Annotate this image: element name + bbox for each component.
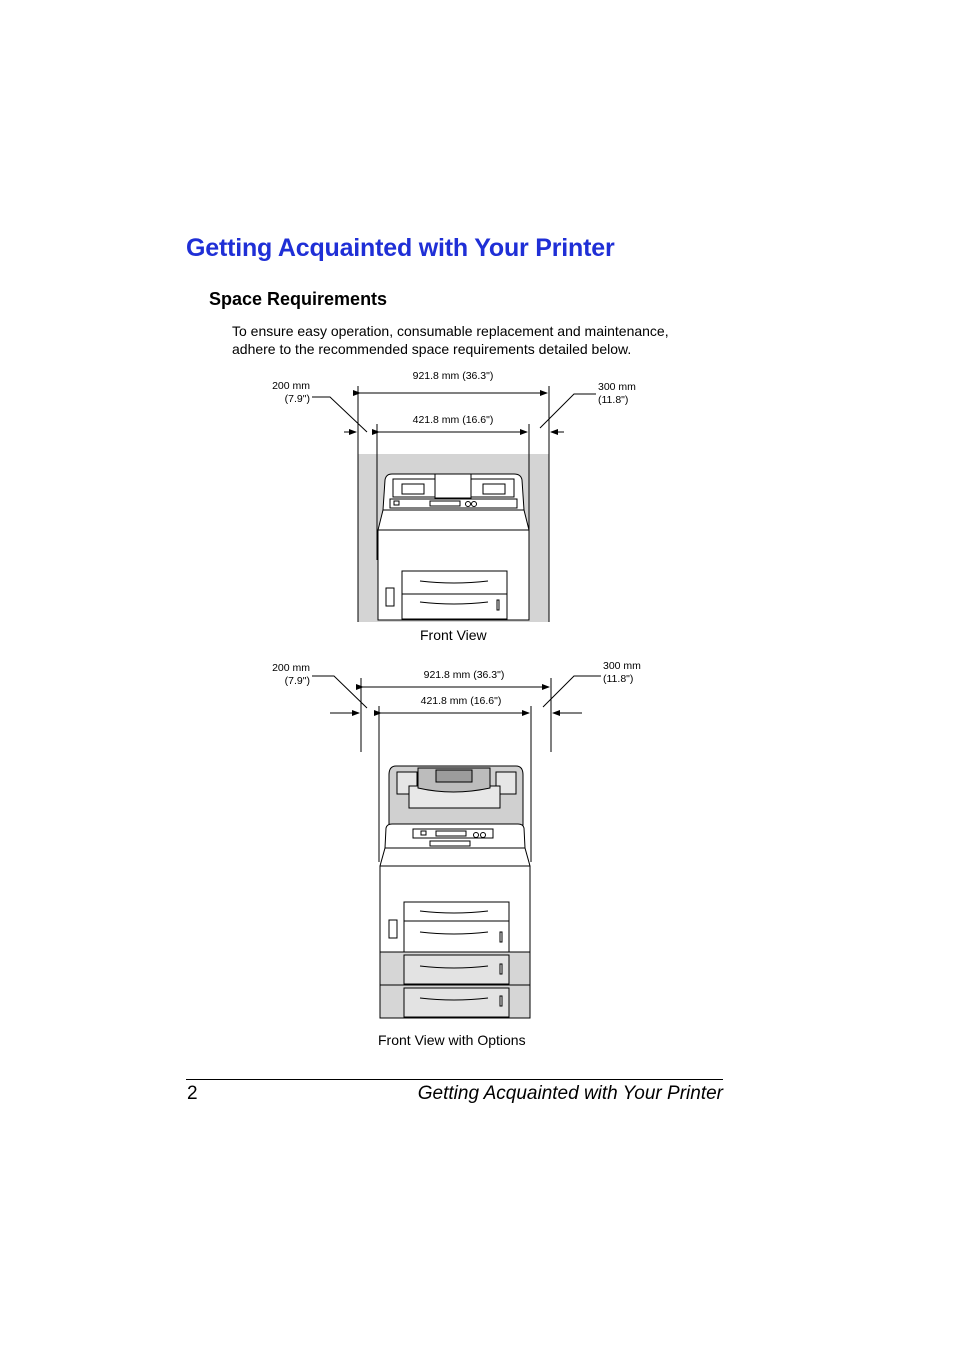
front-view-with-options-diagram: [312, 675, 601, 1019]
intro-paragraph: To ensure easy operation, consumable rep…: [232, 323, 669, 357]
printer-width-label: 421.8 mm (16.6"): [413, 414, 494, 426]
front-view-diagram: [312, 386, 596, 622]
running-footer-title: Getting Acquainted with Your Printer: [417, 1083, 723, 1104]
left-gap-mm-label: 200 mm: [272, 380, 310, 392]
chapter-title: Getting Acquainted with Your Printer: [186, 234, 615, 262]
right-gap-mm-label: 300 mm: [598, 381, 636, 393]
total-width-label: 921.8 mm (36.3"): [413, 370, 494, 382]
printer-front-view: [377, 473, 530, 621]
left-gap-leader: [312, 675, 368, 709]
left-gap-leader: [312, 396, 368, 433]
front-view-caption: Front View: [420, 627, 487, 643]
right-gap-mm-label: 300 mm: [603, 660, 641, 672]
printer-width-label: 421.8 mm (16.6"): [421, 695, 502, 707]
footer-rule: [186, 1079, 723, 1080]
right-gap-inch-label: (11.8"): [603, 673, 633, 685]
right-gap-leader: [539, 393, 596, 429]
printer-with-options: [379, 765, 531, 1019]
front-view-with-options-caption: Front View with Options: [378, 1032, 526, 1048]
total-width-label: 921.8 mm (36.3"): [424, 669, 505, 681]
right-gap-inch-label: (11.8"): [598, 394, 628, 406]
left-gap-inch-label: (7.9"): [285, 675, 310, 687]
page-number: 2: [187, 1083, 198, 1104]
left-gap-inch-label: (7.9"): [285, 393, 310, 405]
section-title: Space Requirements: [209, 289, 388, 309]
right-gap-leader: [542, 675, 601, 708]
left-gap-mm-label: 200 mm: [272, 662, 310, 674]
